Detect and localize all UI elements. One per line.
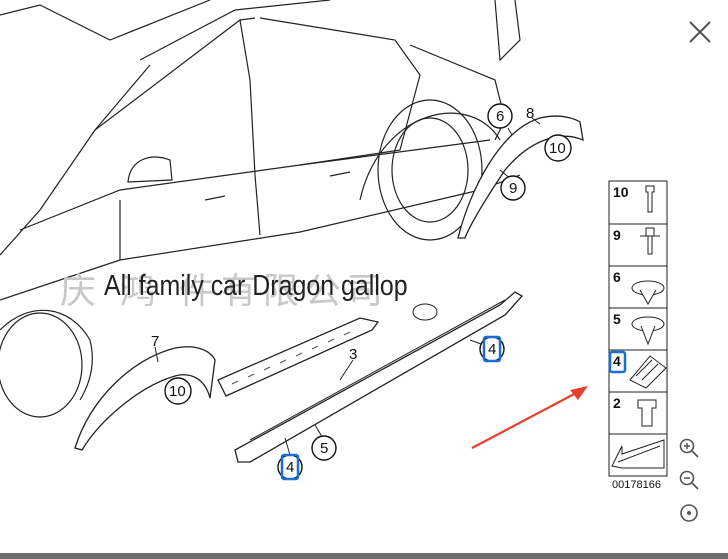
car-outline	[0, 0, 521, 418]
close-button[interactable]	[686, 18, 714, 46]
rail-clip-pattern	[231, 331, 351, 385]
callout-3[interactable]: 3	[349, 346, 357, 363]
svg-text:2: 2	[613, 395, 621, 411]
svg-text:10: 10	[549, 140, 566, 157]
legend-row-10[interactable]: 10	[613, 184, 655, 213]
callout-4-rear[interactable]: 4	[479, 335, 505, 363]
legend-row-6[interactable]: 6	[613, 269, 665, 306]
callout-10-rear[interactable]: 10	[544, 134, 572, 162]
rear-wheel-arch-trim	[457, 115, 584, 239]
svg-text:3: 3	[349, 346, 357, 363]
callout-7[interactable]: 7	[151, 333, 159, 350]
zoom-out-button[interactable]	[676, 467, 702, 493]
support-rail	[217, 317, 380, 397]
legend-row-4[interactable]: 4	[608, 350, 667, 389]
legend-row-9[interactable]: 9	[613, 227, 660, 255]
callout-5[interactable]: 5	[311, 435, 337, 461]
svg-text:7: 7	[151, 333, 159, 350]
svg-text:10: 10	[169, 383, 186, 400]
svg-text:5: 5	[613, 311, 621, 327]
callout-6[interactable]: 6	[487, 103, 513, 129]
zoom-out-icon	[679, 470, 699, 490]
reset-view-icon	[680, 504, 698, 522]
red-pointer-arrow	[471, 386, 588, 449]
svg-text:8: 8	[526, 105, 534, 122]
bottom-scrollbar[interactable]	[0, 553, 728, 559]
callout-8[interactable]: 8	[526, 105, 534, 122]
callout-10-front[interactable]: 10	[164, 377, 192, 405]
overlay-caption: All family car Dragon gallop	[104, 270, 408, 302]
svg-text:9: 9	[613, 227, 621, 243]
svg-text:9: 9	[509, 180, 517, 197]
parts-legend: 10 9 6 5 4	[608, 180, 668, 491]
callout-9[interactable]: 9	[500, 175, 526, 201]
close-icon	[689, 21, 711, 43]
front-wheel-arch-trim	[74, 346, 216, 451]
legend-arrow-row	[611, 439, 665, 469]
drawing-id: 00178166	[612, 479, 661, 491]
callout-4-front[interactable]: 4	[277, 453, 303, 481]
svg-text:4: 4	[613, 353, 621, 369]
svg-text:6: 6	[613, 269, 621, 285]
svg-text:4: 4	[286, 459, 294, 476]
side-skirt	[234, 291, 524, 463]
zoom-in-icon	[679, 438, 699, 458]
svg-text:10: 10	[613, 184, 629, 200]
reset-view-button[interactable]	[676, 500, 702, 526]
legend-row-5[interactable]: 5	[613, 311, 665, 346]
svg-text:5: 5	[320, 440, 328, 457]
legend-row-2[interactable]: 2	[613, 395, 657, 427]
svg-text:6: 6	[496, 108, 504, 125]
zoom-in-button[interactable]	[676, 435, 702, 461]
svg-text:4: 4	[488, 341, 496, 358]
